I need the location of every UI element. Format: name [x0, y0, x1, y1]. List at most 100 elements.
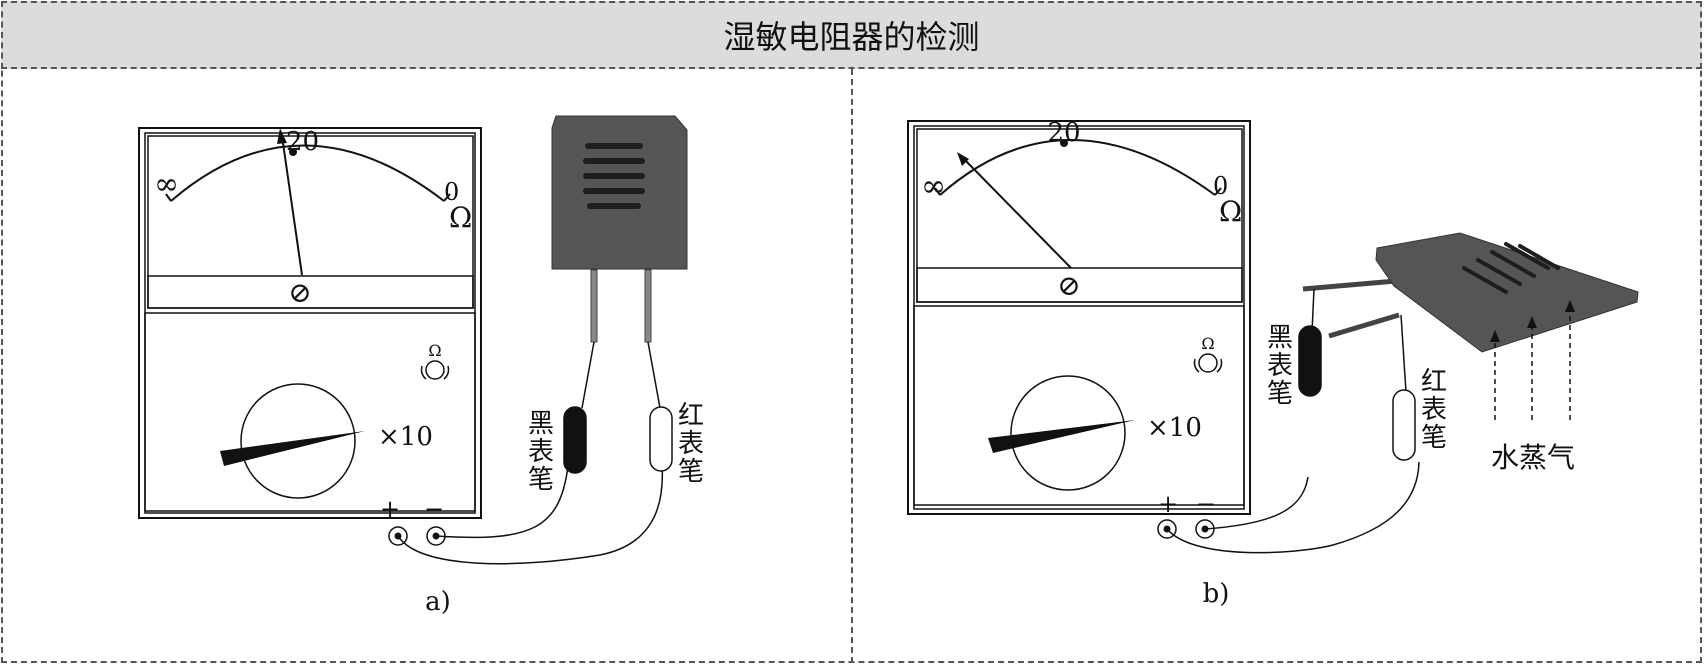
- red-probe-cable: [1166, 461, 1420, 554]
- black-probe-cable: [1204, 476, 1309, 530]
- scale-unit-ohm: Ω: [1219, 195, 1242, 228]
- scale-label-infinity: ∞: [921, 169, 946, 204]
- meter-control-panel: [913, 305, 1245, 506]
- sensor-lead-right: [644, 269, 652, 343]
- ohm-knob-circle: [1198, 353, 1218, 373]
- sensor-lead-left: [590, 269, 598, 343]
- scale-label-20: 20: [286, 127, 319, 157]
- svg-text:表: 表: [528, 437, 554, 467]
- meter-needle: [281, 135, 303, 276]
- steam-arrows: [1490, 300, 1575, 420]
- ohm-knob-arrow-left: [420, 365, 427, 380]
- sensor-slot: [1490, 250, 1536, 278]
- humidity-sensor: [551, 115, 688, 343]
- svg-text:黑: 黑: [1267, 323, 1293, 353]
- steam-label: 水蒸气: [1491, 441, 1575, 474]
- red-probe-cable: [397, 463, 664, 565]
- scale-tick-right: [443, 193, 451, 202]
- panel-divider: [851, 69, 853, 663]
- plus-terminal-label: +: [1158, 490, 1178, 518]
- meter-inner-casing: [913, 125, 1245, 510]
- sensor-slot: [583, 188, 645, 194]
- red-probe-label: 红 表 笔: [1421, 367, 1447, 453]
- panel-caption: a): [425, 587, 451, 617]
- sensor-lead-upper: [1302, 278, 1397, 292]
- red-probe: [1392, 389, 1416, 461]
- svg-text:表: 表: [678, 429, 704, 459]
- range-selector-dial: [1010, 375, 1126, 491]
- black-probe-label: 黑 表 笔: [528, 409, 554, 495]
- zero-adjust-bar: [916, 267, 1243, 303]
- zero-adjust-screw-icon: ⊘: [1057, 269, 1080, 302]
- scale-tick-left: [165, 193, 172, 202]
- svg-text:笔: 笔: [678, 457, 704, 487]
- sensor-slot: [587, 203, 641, 209]
- scale-label-infinity: ∞: [154, 167, 179, 202]
- sensor-slot: [1518, 244, 1560, 270]
- svg-text:笔: 笔: [1421, 423, 1447, 453]
- svg-text:笔: 笔: [528, 465, 554, 495]
- black-probe-tip: [581, 341, 595, 409]
- range-selector-pointer: [988, 420, 1135, 453]
- black-probe: [563, 406, 587, 474]
- ohm-adjust-knob-icon: Ω: [420, 341, 450, 380]
- minus-terminal-label: −: [1196, 490, 1216, 518]
- range-label: ×10: [378, 422, 433, 452]
- zero-adjust-bar: [147, 275, 474, 309]
- black-probe: [1298, 325, 1322, 397]
- needle-arrowhead: [957, 152, 969, 166]
- meter-scale-arc: [939, 139, 1216, 196]
- scale-label-20: 20: [1047, 118, 1080, 148]
- sensor-slot: [1462, 266, 1508, 294]
- svg-text:红: 红: [1421, 367, 1447, 397]
- meter-control-panel: [144, 312, 476, 512]
- multimeter-b: [907, 120, 1251, 515]
- zero-adjust-screw-icon: ⊘: [288, 276, 311, 309]
- panel-a: 20 ∞ 0 Ω ⊘ Ω ×10 + − 黑 表 笔 红: [138, 115, 704, 617]
- humidity-sensor: [1302, 232, 1639, 353]
- figure-title: 湿敏电阻器的检测: [1, 1, 1702, 69]
- svg-text:表: 表: [1421, 395, 1447, 425]
- ohm-knob-label: Ω: [1201, 334, 1214, 353]
- sensor-slot: [1476, 258, 1522, 286]
- sensor-slot: [583, 173, 645, 179]
- sensor-slot: [1504, 242, 1550, 270]
- ohm-knob-arrow-left: [1193, 358, 1200, 373]
- black-probe-cable: [435, 465, 569, 539]
- ohm-adjust-knob-icon: Ω: [1193, 334, 1223, 373]
- scale-dot-20: [1060, 139, 1068, 147]
- red-probe-label: 红 表 笔: [678, 401, 704, 487]
- meter-needle: [962, 157, 1072, 269]
- red-probe-tip: [1400, 314, 1407, 393]
- meter-outer-casing: [138, 127, 482, 519]
- minus-terminal-label: −: [424, 495, 444, 523]
- svg-text:黑: 黑: [528, 409, 554, 439]
- sensor-slot: [583, 158, 645, 164]
- svg-text:表: 表: [1267, 351, 1293, 381]
- range-selector-pointer: [220, 431, 365, 466]
- plus-terminal-label: +: [380, 495, 400, 523]
- red-probe-tip: [647, 341, 661, 409]
- ohm-knob-circle: [425, 360, 445, 380]
- scale-unit-ohm: Ω: [449, 201, 472, 234]
- scale-tick-left: [934, 187, 941, 196]
- svg-text:笔: 笔: [1267, 379, 1293, 409]
- range-label: ×10: [1147, 413, 1202, 443]
- panel-caption: b): [1203, 579, 1230, 609]
- meter-outer-casing: [907, 120, 1251, 515]
- meter-inner-casing: [144, 132, 476, 514]
- steam-arrowhead: [1565, 300, 1575, 312]
- scale-tick-right: [1214, 187, 1222, 196]
- panel-b: 20 ∞ 0 Ω ⊘ Ω ×10 + − 黑 表 笔 红: [907, 118, 1639, 609]
- ohm-knob-arrow-right: [443, 365, 450, 380]
- black-probe-tip: [1311, 288, 1315, 333]
- steam-arrowhead: [1490, 330, 1500, 342]
- svg-text:红: 红: [678, 401, 704, 431]
- meter-scale-arc: [170, 144, 445, 202]
- sensor-lead-lower: [1328, 312, 1400, 339]
- scale-label-zero: 0: [444, 178, 459, 206]
- ohm-knob-arrow-right: [1216, 358, 1223, 373]
- scale-dot-20: [289, 148, 297, 156]
- ohm-knob-label: Ω: [428, 341, 441, 360]
- range-selector-dial: [240, 383, 356, 499]
